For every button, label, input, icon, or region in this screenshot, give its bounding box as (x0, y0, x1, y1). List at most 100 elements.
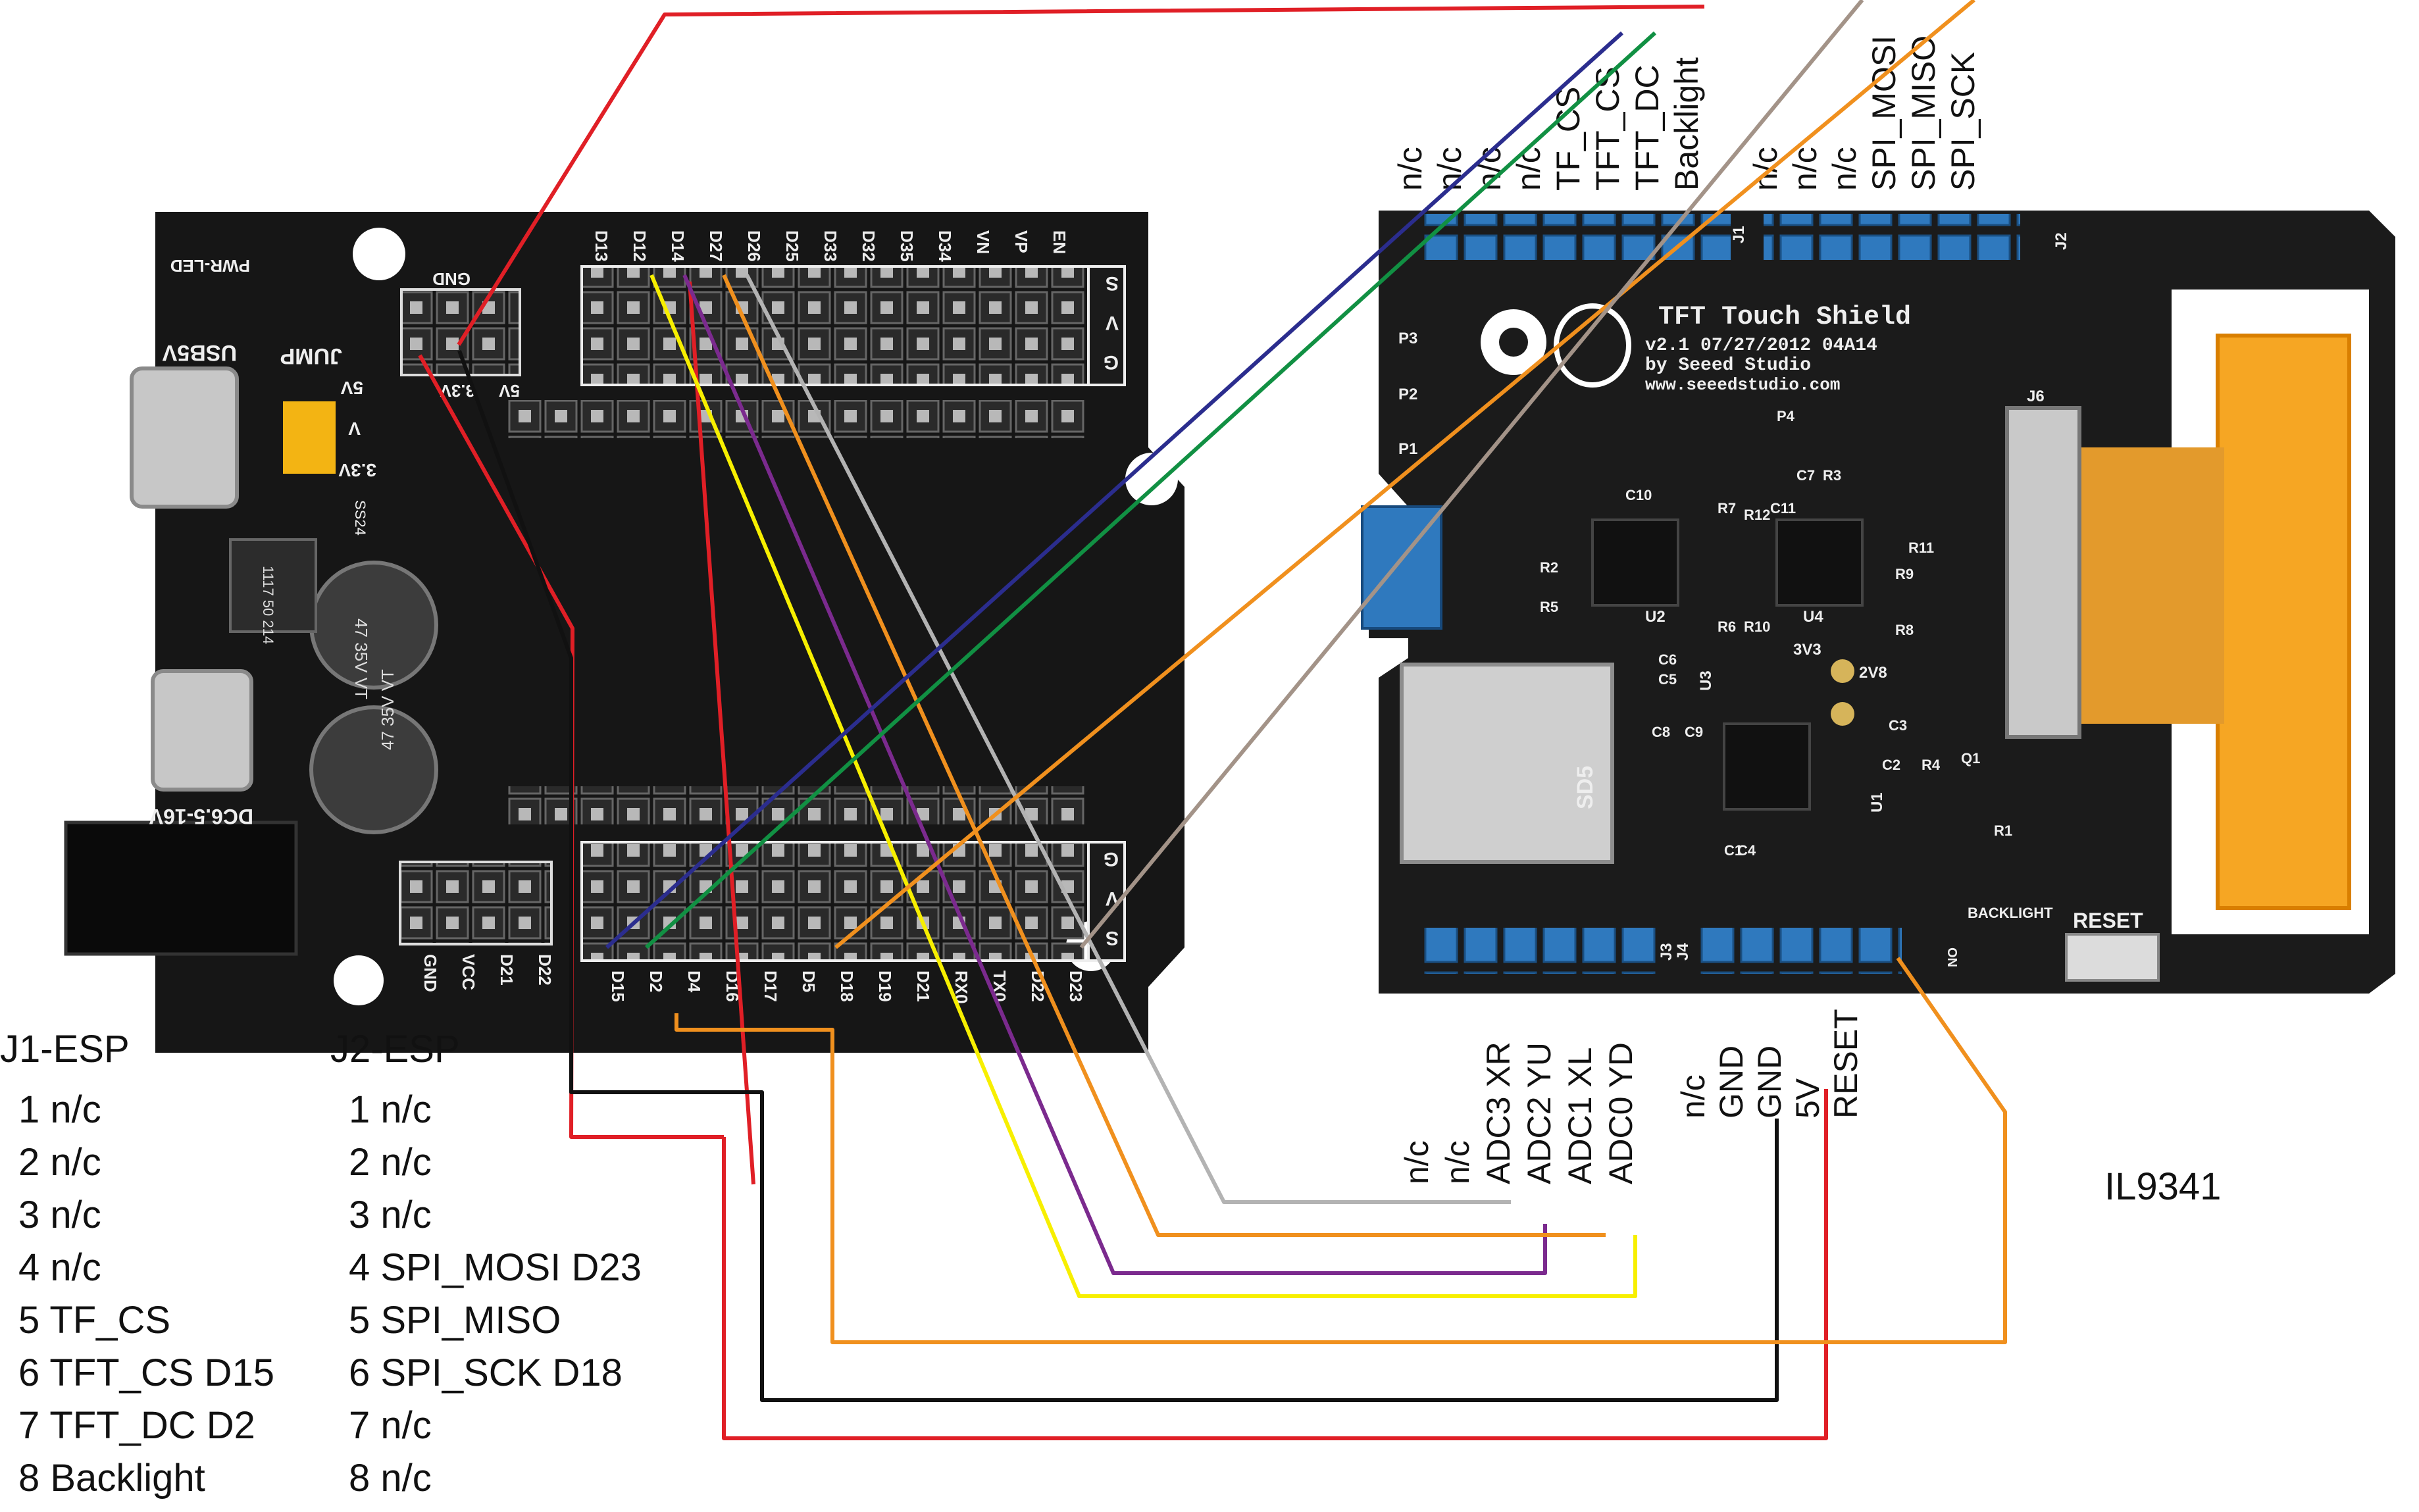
component-label: R2 (1540, 559, 1558, 576)
j1-pin-label: n/c (1392, 147, 1429, 191)
wire-orange-adc (722, 274, 1606, 1237)
esp-bottom-pin-label: D5 (799, 970, 819, 992)
legend-row: 1 n/c (18, 1088, 101, 1131)
svg-header (1087, 265, 1126, 386)
esp-top-pin-label: D32 (859, 230, 878, 262)
side-g: G (1104, 351, 1119, 373)
wire-red-top (457, 5, 1705, 346)
display-label: IL9341 (2104, 1165, 2222, 1208)
esp-top-pin-label: D25 (782, 230, 802, 262)
shield-by: by Seeed Studio (1645, 355, 1811, 376)
j3-pin-label: n/c (1398, 1140, 1435, 1184)
component-label: R12 (1744, 507, 1770, 523)
j2-label: J2 (2052, 232, 2070, 250)
legend-row: 8 Backlight (18, 1457, 205, 1499)
j3-label: J3 (1658, 943, 1675, 961)
component-label: R1 (1994, 822, 2012, 839)
component-label: R11 (1908, 540, 1934, 556)
j1-label: J1 (1730, 226, 1748, 243)
v5-label: 5V (499, 381, 520, 401)
legend-row: 4 n/c (18, 1246, 101, 1289)
j2-pin-label: SPI_SCK (1945, 52, 1981, 191)
legend-row: 4 SPI_MOSI D23 (349, 1246, 642, 1289)
shield-pcb (1369, 211, 2395, 994)
shield-version: v2.1 07/27/2012 04A14 (1645, 336, 1877, 356)
reset-label: RESET (2073, 909, 2143, 932)
j4-pin-label: GND (1751, 1046, 1788, 1119)
esp-top-pin-label: D33 (821, 230, 840, 262)
shield-url: www.seeedstudio.com (1645, 375, 1840, 395)
shield-title: TFT Touch Shield (1658, 303, 1911, 332)
component-label: C7 (1796, 467, 1815, 484)
j2-pin-label: SPI_MOSI (1866, 36, 1902, 191)
bottom-esp-row (505, 786, 1086, 824)
on-label: ON (1945, 947, 1959, 967)
wire-gray (745, 274, 1511, 1204)
component-label: P4 (1777, 408, 1795, 424)
legend-row: 3 n/c (18, 1194, 101, 1236)
gnd-header (400, 288, 521, 376)
j4-pin-label: 5V (1789, 1078, 1826, 1119)
legend-row: 3 n/c (349, 1194, 432, 1236)
jump-33v: 3.3V (338, 460, 376, 480)
chip-u3 (1723, 722, 1811, 811)
esp-bottom-pin-label: D18 (837, 970, 857, 1002)
esp-top-pin-label: D34 (935, 230, 955, 262)
cap1-label: 47 35V VT (351, 618, 371, 699)
legend-row: 7 n/c (349, 1404, 432, 1447)
component-label: R5 (1540, 599, 1558, 615)
component-label: C8 (1652, 724, 1670, 740)
chip-u2 (1591, 518, 1679, 607)
component-label: R6 (1718, 618, 1736, 635)
flex-ribbon (2073, 447, 2224, 724)
j2-pin-label: n/c (1787, 147, 1823, 191)
aux-pin-label: D22 (535, 954, 555, 986)
aux-pin-label: D21 (497, 954, 517, 986)
aux-header (399, 861, 553, 945)
legend-row: 1 n/c (349, 1088, 432, 1131)
esp-top-pin-label: VP (1011, 230, 1031, 253)
dc-label: DC6.5-16V (149, 805, 253, 828)
legend-j2-title: J2-ESP (330, 1028, 460, 1071)
test-point-3v3 (1831, 659, 1854, 683)
esp-bottom-pin-label: D17 (761, 970, 780, 1002)
j6-label: J6 (2027, 388, 2045, 405)
chip-u4 (1775, 518, 1864, 607)
aux-pin-label: GND (420, 954, 440, 992)
u1-label: U1 (1868, 792, 1886, 813)
barrel-jack (64, 820, 298, 956)
j3-pin-label: ADC3 XR (1480, 1042, 1517, 1184)
component-label: C11 (1770, 500, 1796, 517)
j4-pin-label: RESET (1827, 1009, 1864, 1119)
u2-label: U2 (1645, 608, 1666, 626)
j3-pin-label: ADC0 YD (1602, 1042, 1639, 1184)
wire-green (644, 31, 1657, 949)
test-point-2v8 (1831, 702, 1854, 726)
pwr-led-label: PWR-LED (170, 256, 250, 276)
esp-top-pin-label: D13 (592, 230, 611, 262)
mount-hole (1125, 453, 1178, 505)
tft-shield: TFT Touch Shield v2.1 07/27/2012 04A14 b… (1361, 211, 2395, 994)
component-label: C2 (1882, 757, 1900, 773)
side-s2: S (1106, 927, 1119, 949)
component-label: C10 (1625, 487, 1652, 503)
component-label: Q1 (1961, 750, 1980, 767)
component-label: R3 (1823, 467, 1841, 484)
legend-row: 6 SPI_SCK D18 (349, 1351, 623, 1394)
esp-top-pin-label: EN (1050, 230, 1069, 254)
backlight-pcb-label: BACKLIGHT (1968, 905, 2053, 921)
capacitor (309, 561, 438, 690)
gnd-label: GND (432, 269, 471, 289)
j2-pin-label: n/c (1826, 147, 1863, 191)
mount-hole (353, 228, 405, 280)
component-label: R4 (1922, 757, 1941, 773)
top-pin-header (580, 265, 1090, 386)
j2-pin-label: SPI_MISO (1905, 36, 1942, 191)
j3-pin-label: ADC2 YU (1521, 1042, 1558, 1184)
reset-button[interactable] (2065, 933, 2160, 982)
j4-label: J4 (1674, 943, 1692, 961)
